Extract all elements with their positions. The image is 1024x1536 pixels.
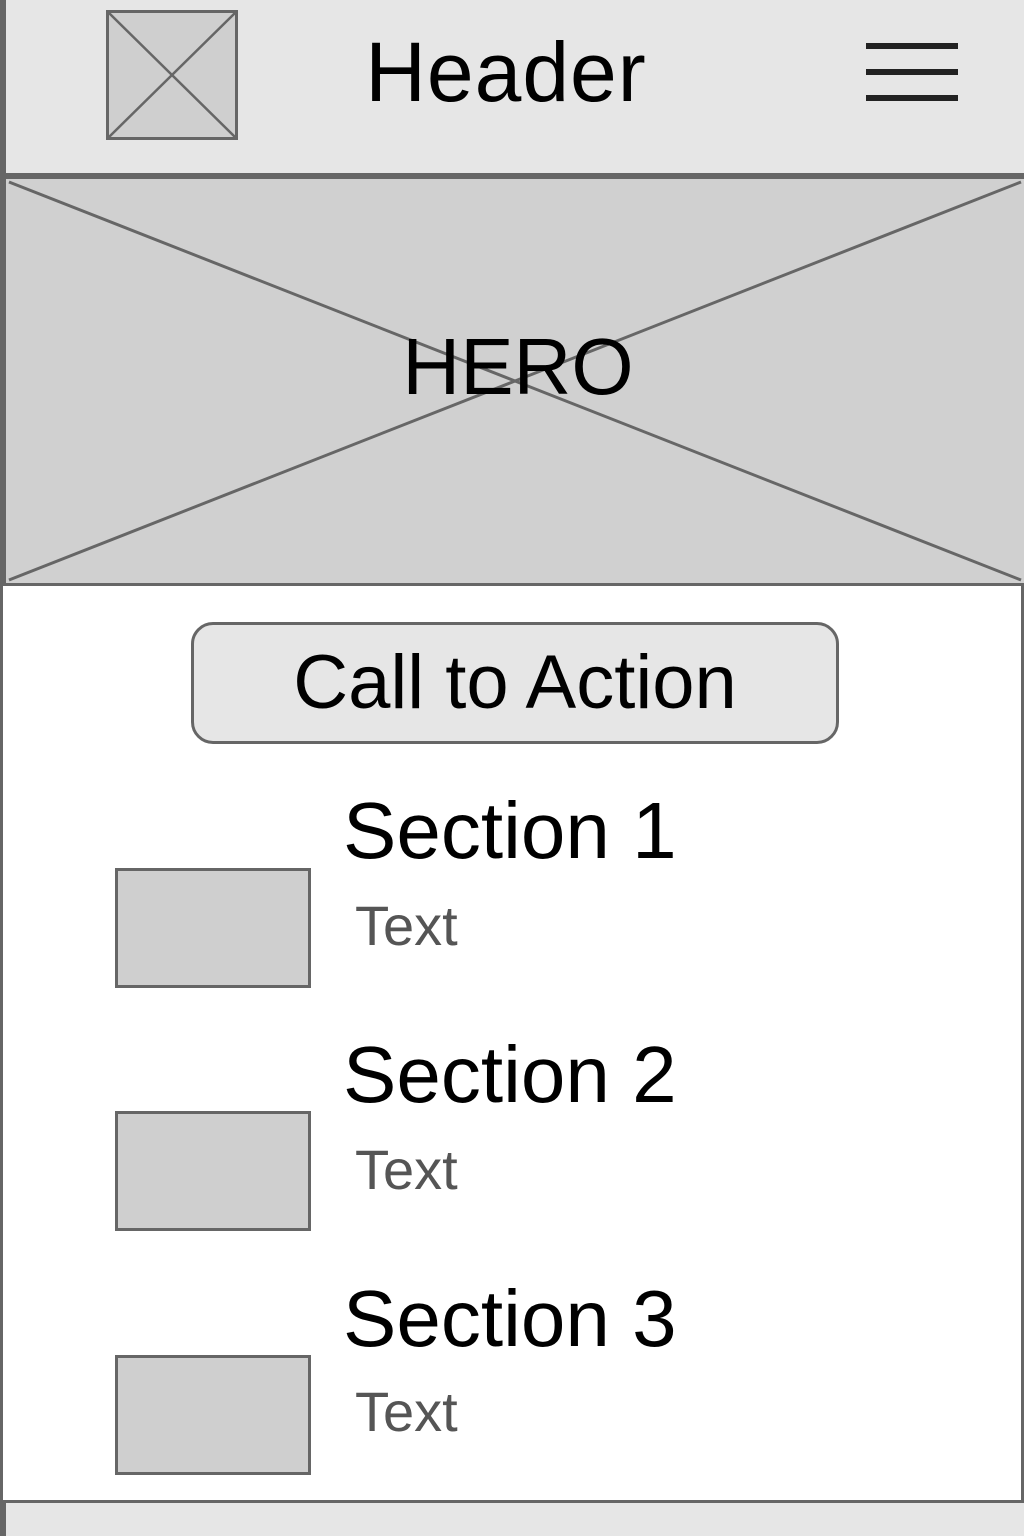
hamburger-menu-icon[interactable] <box>866 40 960 106</box>
section-item: Section 2 Text <box>3 1030 1024 1254</box>
call-to-action-button[interactable]: Call to Action <box>191 622 839 744</box>
menu-bar <box>866 69 958 75</box>
footer-strip <box>3 1500 1024 1536</box>
menu-bar <box>866 43 958 49</box>
section-item: Section 1 Text <box>3 786 1024 1010</box>
section-item: Section 3 Text <box>3 1274 1024 1498</box>
image-placeholder-icon[interactable] <box>106 10 238 140</box>
menu-bar <box>866 95 958 101</box>
header-title: Header <box>365 25 647 119</box>
hero-cross-lines <box>8 180 1022 582</box>
section-thumbnail <box>115 1355 311 1475</box>
section-title: Section 1 <box>343 786 677 875</box>
header: Header <box>3 0 1024 176</box>
section-title: Section 2 <box>343 1030 677 1119</box>
hero-image-placeholder: HERO <box>3 176 1024 586</box>
section-text: Text <box>355 894 458 957</box>
section-thumbnail <box>115 868 311 988</box>
hero-label: HERO <box>402 322 634 411</box>
section-text: Text <box>355 1380 458 1443</box>
section-title: Section 3 <box>343 1274 677 1363</box>
section-thumbnail <box>115 1111 311 1231</box>
section-text: Text <box>355 1138 458 1201</box>
